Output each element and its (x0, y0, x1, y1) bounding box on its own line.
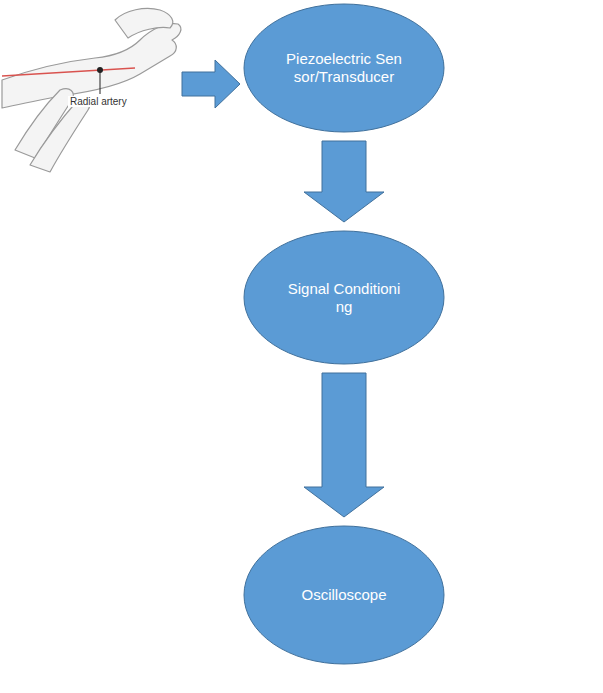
part-label: Radial artery (68, 96, 129, 107)
node-text: Piezoelectric Sensor/Transducer (285, 50, 403, 86)
ellipse-outline (244, 231, 444, 364)
leader-line (100, 72, 101, 94)
node-text: Oscilloscope (285, 586, 403, 604)
process-ellipse: Signal Conditioning (243, 230, 445, 365)
ellipse-outline (244, 526, 444, 664)
node-text: Signal Conditioning (285, 280, 403, 316)
block-arrow (182, 60, 240, 108)
radial-artery-line (2, 68, 135, 76)
process-ellipse: Piezoelectric Sensor/Transducer (243, 3, 445, 133)
hand-sketch (2, 8, 181, 172)
block-arrow-connector (304, 373, 384, 517)
block-arrow-connector (304, 141, 384, 222)
ellipse-outline (244, 4, 444, 132)
process-ellipse: Oscilloscope (243, 525, 445, 665)
